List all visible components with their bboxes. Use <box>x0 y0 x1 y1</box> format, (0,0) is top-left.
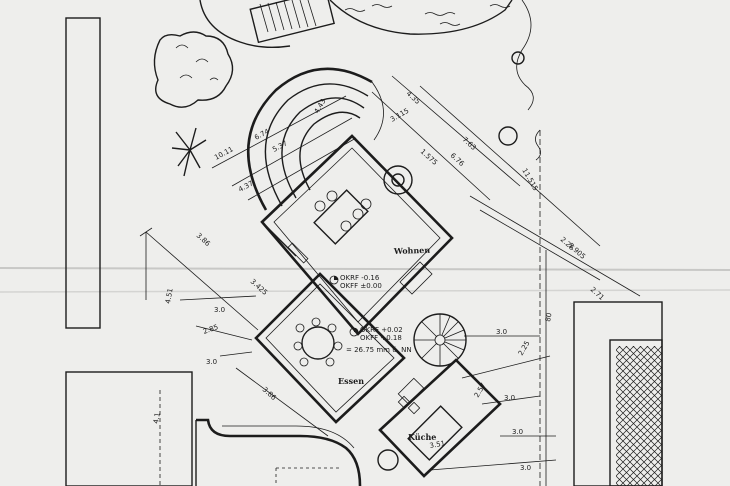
dimension-label: 3.86 <box>261 386 278 403</box>
dimension-label: 7.63 <box>461 136 478 152</box>
dimension-label: 3.0 <box>512 428 523 436</box>
plant-symbol <box>171 127 207 177</box>
neighbour-building-right-inner-hatch <box>616 346 662 486</box>
dimension-label: 3.0 <box>214 306 225 314</box>
dimension-label: 3.0 <box>496 328 507 336</box>
spiral-staircase <box>413 313 467 367</box>
room-wohnen: Wohnen OKRF -0.16 OKFF ±0.00 <box>260 134 454 336</box>
dimension-label: 2.25 <box>517 339 532 357</box>
level-wohnen-okrf: OKRF -0.16 <box>340 274 380 282</box>
dimension-label: 4.35 <box>405 90 422 106</box>
plant-symbol-right <box>498 126 541 161</box>
neighbour-building-left <box>65 17 101 329</box>
dimension-label: 11.515 <box>520 167 539 192</box>
dimension-label: 10.11 <box>213 145 234 161</box>
dimension-label: 4.51 <box>164 288 175 305</box>
dimension-label: 4.1 <box>152 412 162 424</box>
room-essen: Essen OKRF +0.02 OKFF +0.18 = 26.75 mm ü… <box>254 272 412 424</box>
dimension-label: 2.85 <box>202 323 219 336</box>
level-essen-note: = 26.75 mm ü. NN <box>346 346 412 354</box>
dimension-label: 2.71 <box>589 286 606 302</box>
paper-fold-line <box>0 289 730 293</box>
dimension-label: 3.115 <box>389 107 410 124</box>
dimension-label: 3.0 <box>520 464 531 472</box>
room-label-essen: Essen <box>338 376 364 386</box>
garden-top <box>199 0 534 111</box>
dimension-label: 5.37 <box>271 139 289 153</box>
room-label-wohnen: Wohnen <box>393 245 431 256</box>
dimension-label: 3.0 <box>206 358 217 366</box>
garden-wall-bottom <box>195 418 362 486</box>
dimension-label: 3.51 <box>429 439 446 450</box>
dimension-label: 4.43 <box>313 97 328 115</box>
terrace-steps <box>246 67 384 211</box>
room-label-kueche: Küche <box>408 432 436 442</box>
shrub-left <box>153 31 234 108</box>
neighbour-building-bottom-left <box>65 371 193 486</box>
room-kueche: Küche <box>377 358 502 478</box>
dimension-label: 3.425 <box>249 278 269 297</box>
dimension-label: 6.76 <box>449 152 466 169</box>
level-essen-okrf: OKRF +0.02 <box>360 326 403 334</box>
dimension-lines <box>139 75 641 486</box>
paper-fold-line <box>0 267 730 271</box>
dimension-label: 3.86 <box>195 232 212 249</box>
dimension-label: 80 <box>544 312 553 322</box>
level-wohnen-okff: OKFF ±0.00 <box>340 282 382 290</box>
level-essen-okff: OKFF +0.18 <box>360 334 402 342</box>
dimension-label: 3.0 <box>504 394 515 402</box>
